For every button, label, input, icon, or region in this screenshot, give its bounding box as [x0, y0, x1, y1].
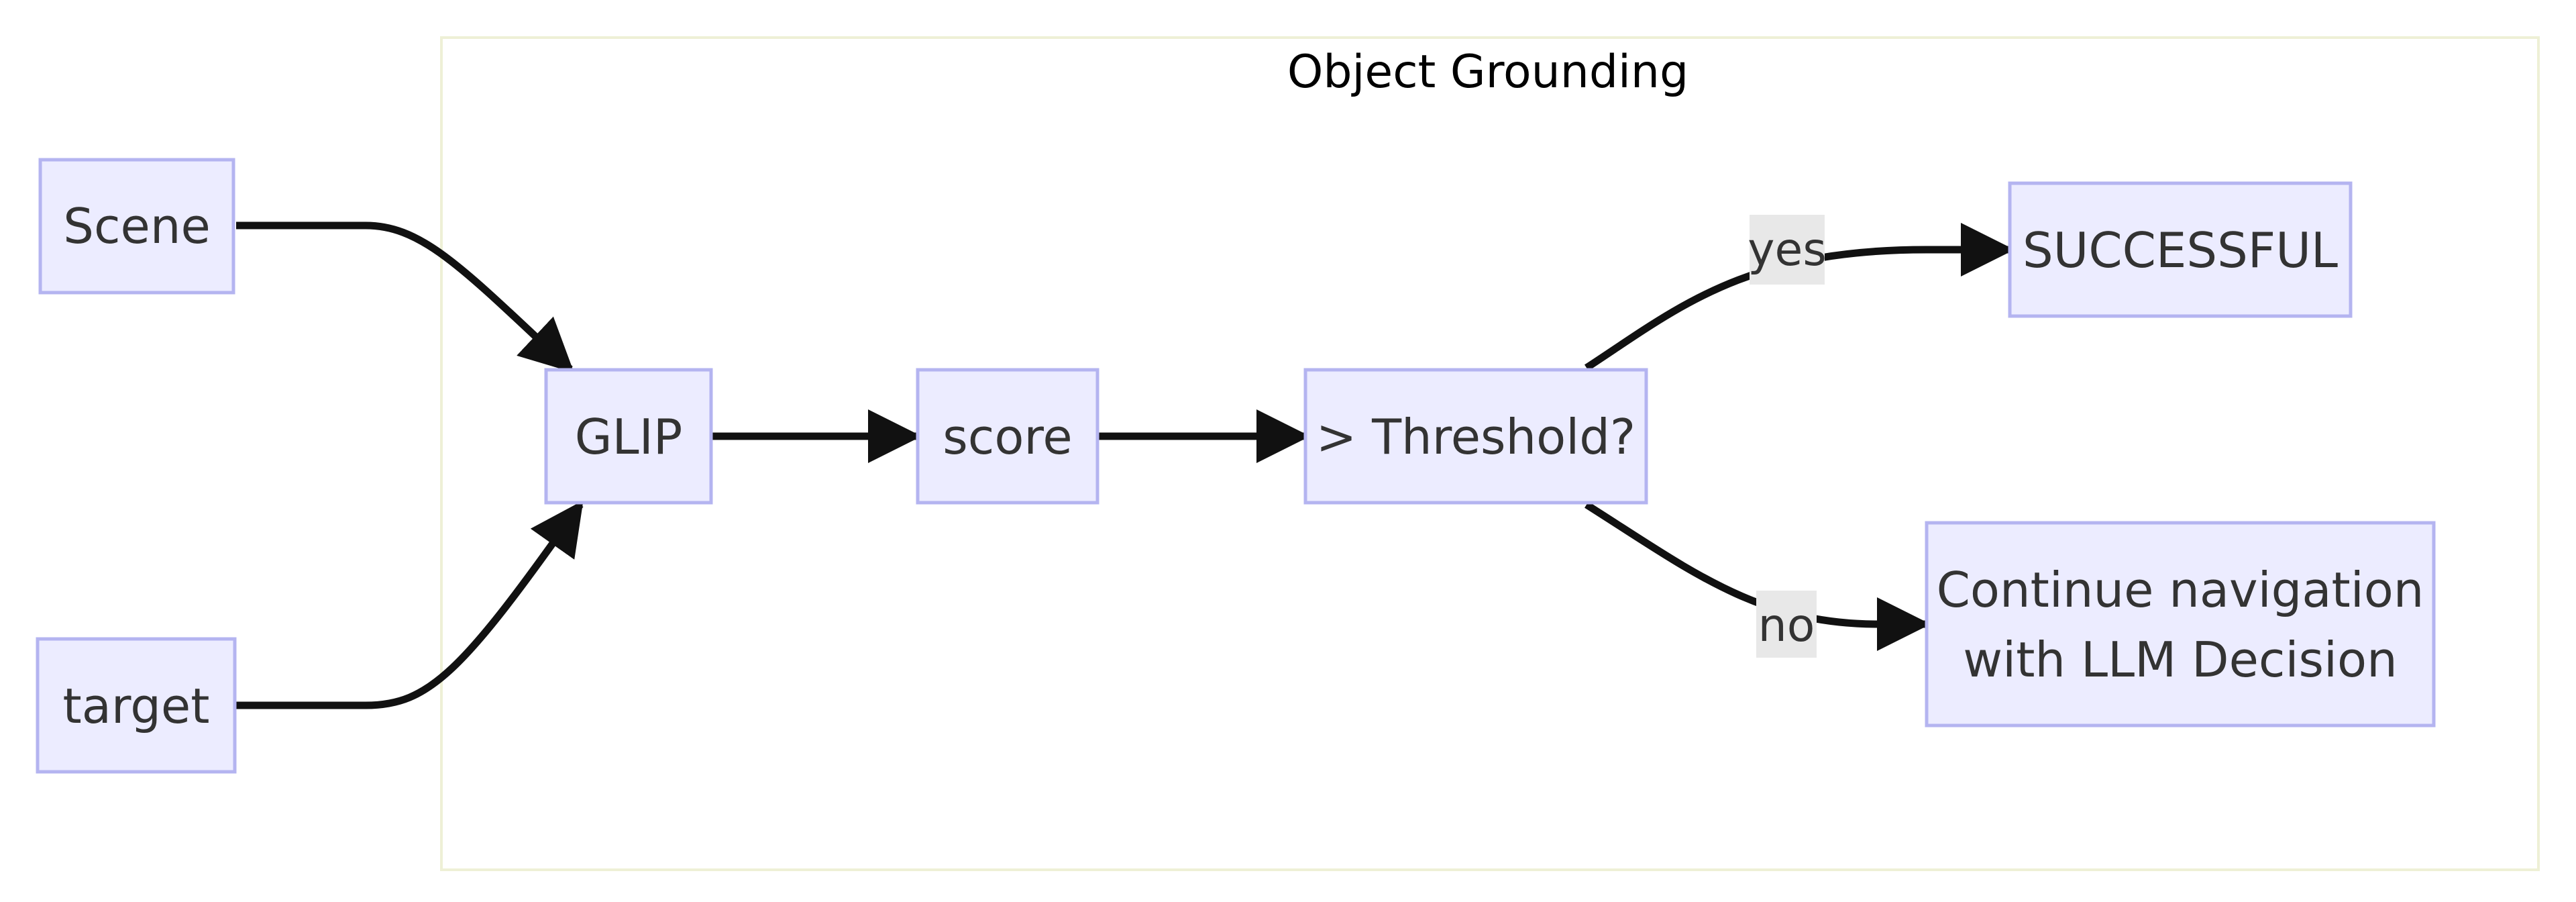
node-glip-box[interactable]: [544, 368, 713, 505]
node-score[interactable]: score: [916, 368, 1099, 505]
edge-label-yes: yes: [1748, 215, 1827, 285]
node-continue-navigation-label-line2: with LLM Decision: [1963, 632, 2397, 688]
edge-threshold-to-successful: [1584, 223, 2015, 371]
edge-target-to-glip: [236, 500, 584, 709]
node-glip-label: GLIP: [575, 409, 683, 465]
node-score-box[interactable]: [916, 368, 1099, 505]
node-continue-navigation-label-line1: Continue navigation: [1937, 562, 2424, 618]
node-glip[interactable]: GLIP: [544, 368, 713, 505]
node-scene-label: Scene: [63, 198, 211, 254]
node-target-box[interactable]: [36, 637, 237, 774]
node-target-label: target: [63, 678, 210, 734]
node-successful[interactable]: SUCCESSFUL: [2008, 181, 2353, 318]
node-score-label: score: [943, 409, 1072, 465]
node-scene[interactable]: Scene: [38, 158, 235, 295]
edge-label-no: no: [1756, 591, 1817, 658]
node-continue-navigation-box[interactable]: [1925, 521, 2436, 728]
node-successful-label: SUCCESSFUL: [2023, 222, 2338, 279]
edge-scene-to-glip: [236, 221, 574, 373]
node-threshold-box[interactable]: [1303, 368, 1648, 505]
node-threshold-label: > Threshold?: [1316, 409, 1635, 465]
node-successful-box[interactable]: [2008, 181, 2353, 318]
node-threshold[interactable]: > Threshold?: [1303, 368, 1648, 505]
edges: [236, 221, 2015, 709]
node-scene-box[interactable]: [38, 158, 235, 295]
edge-label-no-bg: [1756, 591, 1817, 658]
subgraph-title: Object Grounding: [1287, 46, 1688, 99]
edge-label-yes-bg: [1750, 215, 1825, 285]
edge-label-no-text: no: [1758, 599, 1815, 652]
edge-label-yes-text: yes: [1748, 223, 1827, 277]
node-target[interactable]: target: [36, 637, 237, 774]
node-continue-navigation[interactable]: Continue navigation with LLM Decision: [1925, 521, 2436, 728]
edge-threshold-to-continue: [1585, 501, 1931, 651]
